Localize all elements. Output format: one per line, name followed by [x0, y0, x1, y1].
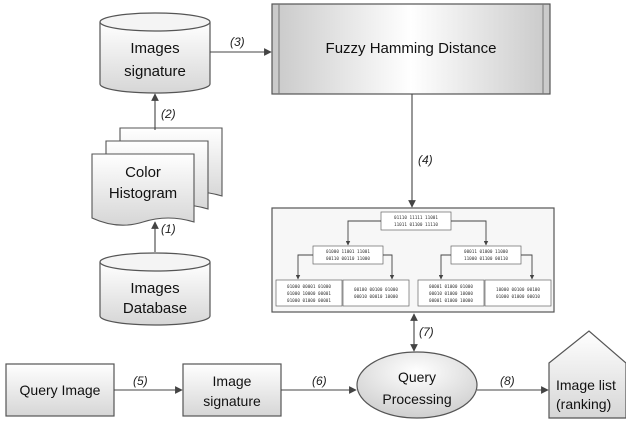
tree-leaf1-line-2: 01000 10000 00001 — [287, 291, 331, 297]
query-processing-label-1: Query — [398, 369, 436, 385]
images-signature-label-1: Images — [130, 40, 179, 57]
tree-leaf2-line-1: 00100 00100 01000 — [354, 287, 398, 293]
tree-leaf3-line-1: 00001 01000 01000 — [429, 284, 473, 290]
query-processing-node: Query Processing — [356, 351, 478, 419]
step-8-label: (8) — [500, 374, 515, 388]
step-5-label: (5) — [133, 374, 148, 388]
image-signature-label-2: signature — [203, 393, 261, 409]
color-histogram-label-1: Color — [125, 164, 161, 181]
tree-left-line-1: 01000 11001 11001 — [326, 249, 370, 255]
flow-arrows — [114, 48, 549, 394]
step-1-label: (1) — [161, 222, 176, 236]
fuzzy-hamming-label: Fuzzy Hamming Distance — [326, 40, 497, 57]
tree-leaf3-line-3: 00001 01000 10000 — [429, 298, 473, 304]
query-image-label: Query Image — [20, 382, 101, 398]
tree-leaf1-line-1: 01000 00001 01000 — [287, 284, 331, 290]
tree-leaf1-line-3: 01000 01000 00001 — [287, 298, 331, 304]
images-database-store: Images Database — [99, 252, 211, 326]
images-database-label-1: Images — [130, 280, 179, 297]
image-signature-box: Image signature — [182, 363, 282, 417]
step-2-label: (2) — [161, 107, 176, 121]
images-signature-label-2: signature — [124, 63, 186, 80]
step-7-label: (7) — [419, 325, 434, 339]
tree-leaf4-line-1: 10000 00100 00100 — [496, 287, 540, 293]
tree-leaf2-line-2: 00010 00010 10000 — [354, 294, 398, 300]
image-signature-label-1: Image — [213, 373, 252, 389]
tree-root-line-2: 11011 01100 11110 — [394, 222, 438, 228]
query-image-box: Query Image — [5, 363, 115, 417]
image-list-label-2: (ranking) — [556, 396, 611, 412]
fuzzy-hamming-box: Fuzzy Hamming Distance — [271, 3, 551, 95]
tree-root-line-1: 01110 11111 11001 — [394, 215, 438, 221]
signature-tree-panel: 01110 11111 11001 11011 01100 11110 0100… — [271, 207, 555, 313]
images-database-label-2: Database — [123, 300, 187, 317]
tree-leaf4-line-2: 01000 01000 00010 — [496, 294, 540, 300]
tree-right-line-1: 00011 01000 11000 — [464, 249, 508, 255]
step-3-label: (3) — [230, 35, 245, 49]
image-list-label-1: Image list — [556, 377, 616, 393]
tree-connectors — [295, 220, 535, 280]
tree-left-line-2: 00110 00110 11000 — [326, 256, 370, 262]
step-6-label: (6) — [312, 374, 327, 388]
step-4-label: (4) — [418, 153, 433, 167]
query-processing-label-2: Processing — [382, 391, 451, 407]
images-signature-store: Images signature — [99, 12, 211, 94]
color-histogram-label-2: Histogram — [109, 185, 177, 202]
image-list-node: Image list (ranking) — [548, 330, 626, 419]
tree-right-line-2: 11000 01100 00110 — [464, 256, 508, 262]
tree-leaf3-line-2: 00010 01000 10000 — [429, 291, 473, 297]
color-histogram-docs: Color Histogram — [91, 127, 223, 226]
